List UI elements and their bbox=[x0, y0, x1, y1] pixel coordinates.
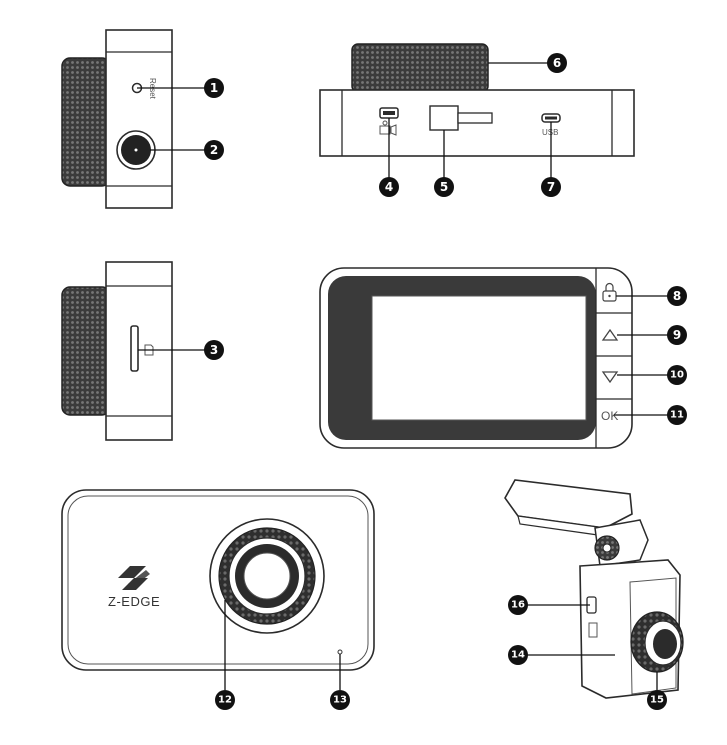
side-view-sd bbox=[61, 261, 173, 441]
rear-camera bbox=[504, 479, 684, 699]
callout-5: 5 bbox=[434, 177, 454, 197]
down-button[interactable] bbox=[601, 371, 619, 384]
callout-badges: 1 2 3 4 5 6 7 8 9 10 11 12 13 14 15 16 bbox=[204, 53, 687, 710]
usb-label: USB bbox=[542, 128, 558, 137]
svg-text:14: 14 bbox=[511, 650, 525, 661]
svg-text:2: 2 bbox=[210, 143, 218, 157]
side-view-body bbox=[105, 29, 173, 209]
z-edge-logo bbox=[118, 566, 150, 590]
callout-2: 2 bbox=[204, 140, 224, 160]
side-view-knurled-ring-2 bbox=[61, 286, 111, 416]
svg-text:4: 4 bbox=[385, 180, 393, 194]
callout-10: 10 bbox=[667, 365, 687, 385]
callout-9: 9 bbox=[667, 325, 687, 345]
top-view-lens-ring bbox=[351, 43, 489, 93]
callout-11: 11 bbox=[667, 405, 687, 425]
callout-8: 8 bbox=[667, 286, 687, 306]
svg-text:12: 12 bbox=[218, 695, 232, 706]
top-view-ports: USB bbox=[319, 43, 635, 157]
reset-label: Reset bbox=[148, 78, 157, 100]
svg-text:9: 9 bbox=[673, 328, 681, 342]
leader-lines bbox=[137, 62, 668, 690]
svg-text:3: 3 bbox=[210, 343, 218, 357]
svg-text:16: 16 bbox=[511, 600, 525, 611]
front-body-inner bbox=[67, 495, 369, 665]
sd-card-slot[interactable] bbox=[130, 325, 139, 372]
camera-icon bbox=[379, 120, 397, 136]
callout-14: 14 bbox=[508, 645, 528, 665]
svg-text:5: 5 bbox=[440, 180, 448, 194]
callout-6: 6 bbox=[547, 53, 567, 73]
brand-label: Z-EDGE bbox=[108, 594, 160, 609]
back-view-screen: OK bbox=[319, 267, 633, 449]
callout-3: 3 bbox=[204, 340, 224, 360]
svg-text:8: 8 bbox=[673, 289, 681, 303]
side-view-body-2 bbox=[105, 261, 173, 441]
callout-15: 15 bbox=[647, 690, 667, 710]
callout-13: 13 bbox=[330, 690, 350, 710]
callout-12: 12 bbox=[215, 690, 235, 710]
callout-16: 16 bbox=[508, 595, 528, 615]
rear-lens bbox=[653, 629, 677, 659]
up-button[interactable] bbox=[601, 328, 619, 341]
svg-text:10: 10 bbox=[670, 370, 684, 381]
callout-7: 7 bbox=[541, 177, 561, 197]
front-view: Z-EDGE bbox=[61, 489, 375, 671]
svg-text:11: 11 bbox=[670, 410, 684, 421]
ok-button[interactable]: OK bbox=[601, 409, 618, 423]
side-view-knurled-ring bbox=[61, 57, 111, 187]
svg-text:1: 1 bbox=[210, 81, 218, 95]
callout-1: 1 bbox=[204, 78, 224, 98]
callout-4: 4 bbox=[379, 177, 399, 197]
svg-text:6: 6 bbox=[553, 56, 561, 70]
screen-display bbox=[371, 295, 587, 421]
svg-text:15: 15 bbox=[650, 695, 664, 706]
svg-text:13: 13 bbox=[333, 695, 347, 706]
mount-slot[interactable] bbox=[429, 105, 459, 131]
sd-card-icon bbox=[144, 344, 154, 356]
svg-text:7: 7 bbox=[547, 180, 555, 194]
side-view-power: Reset bbox=[61, 29, 173, 209]
lock-icon bbox=[605, 282, 614, 291]
